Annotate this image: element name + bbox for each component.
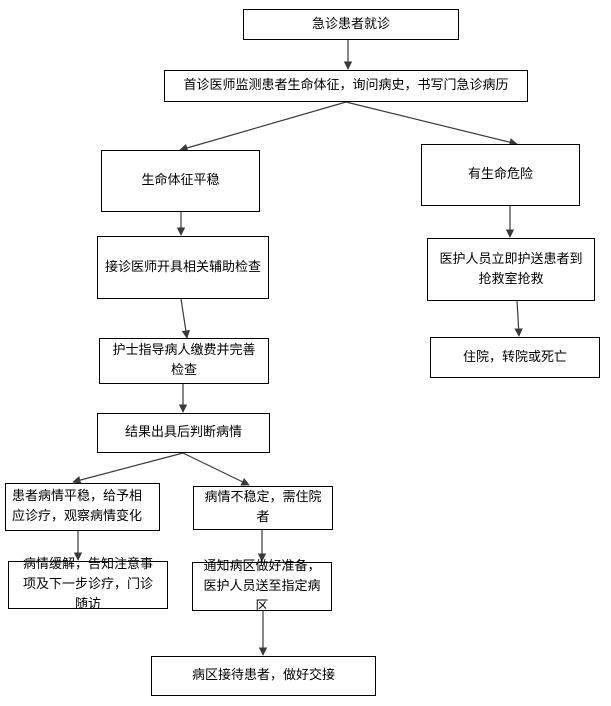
arrow-judge-to-condition-unstable <box>182 452 250 486</box>
node-first-doctor-label: 首诊医师监测患者生命体征，询问病史，书写门急诊病历 <box>183 78 509 93</box>
arrow-aux-exam-to-nurse <box>180 298 191 339</box>
node-outcome: 住院，转院或死亡 <box>430 337 600 378</box>
node-outcome-label: 住院，转院或死亡 <box>462 349 567 365</box>
node-relieved: 病情缓解，告知注意事项及下一步诊疗，门诊随访 <box>8 557 168 612</box>
node-aux-exam: 接诊医师开具相关辅助检查 <box>97 236 269 299</box>
node-first-doctor: 首诊医师监测患者生命体征，询问病史，书写门急诊病历 <box>164 70 528 102</box>
node-aux-exam-label: 接诊医师开具相关辅助检查 <box>104 259 261 275</box>
node-judge: 结果出具后判断病情 <box>97 413 270 453</box>
node-life-danger-label: 有生命危险 <box>467 167 533 182</box>
node-start: 急诊患者就诊 <box>243 9 459 40</box>
node-notify-ward: 通知病区做好准备，医护人员送至指定病区 <box>192 559 332 614</box>
arrow-first-doctor-to-danger <box>345 101 518 147</box>
node-ward-receive-label: 病区接待患者，做好交接 <box>191 668 335 683</box>
node-rescue: 医护人员立即护送患者到抢救室抢救 <box>427 238 595 301</box>
node-judge-label: 结果出具后判断病情 <box>124 425 242 440</box>
node-rescue-label: 医护人员立即护送患者到抢救室抢救 <box>439 251 583 287</box>
node-condition-unstable: 病情不稳定，需住院者 <box>193 486 333 530</box>
node-notify-ward-label: 通知病区做好准备，医护人员送至指定病区 <box>203 558 321 614</box>
arrow-rescue-to-outcome <box>514 299 523 337</box>
node-nurse-guide: 护士指导病人缴费并完善检查 <box>99 338 269 384</box>
node-condition-stable-label: 患者病情平稳，给予相应诊疗，观察病情变化 <box>12 489 143 524</box>
node-condition-unstable-label: 病情不稳定，需住院者 <box>204 490 322 525</box>
node-relieved-label: 病情缓解，告知注意事项及下一步诊疗，门诊随访 <box>22 557 153 612</box>
node-life-danger: 有生命危险 <box>421 144 580 206</box>
node-stable-vitals: 生命体征平稳 <box>101 150 260 212</box>
node-condition-stable: 患者病情平稳，给予相应诊疗，观察病情变化 <box>5 483 160 531</box>
arrow-first-doctor-to-stable <box>179 101 347 152</box>
node-ward-receive: 病区接待患者，做好交接 <box>151 656 376 696</box>
node-stable-vitals-label: 生命体征平稳 <box>141 173 220 188</box>
node-start-label: 急诊患者就诊 <box>311 16 390 32</box>
arrow-judge-to-condition-stable <box>72 452 184 485</box>
node-nurse-guide-label: 护士指导病人缴费并完善检查 <box>112 343 256 378</box>
